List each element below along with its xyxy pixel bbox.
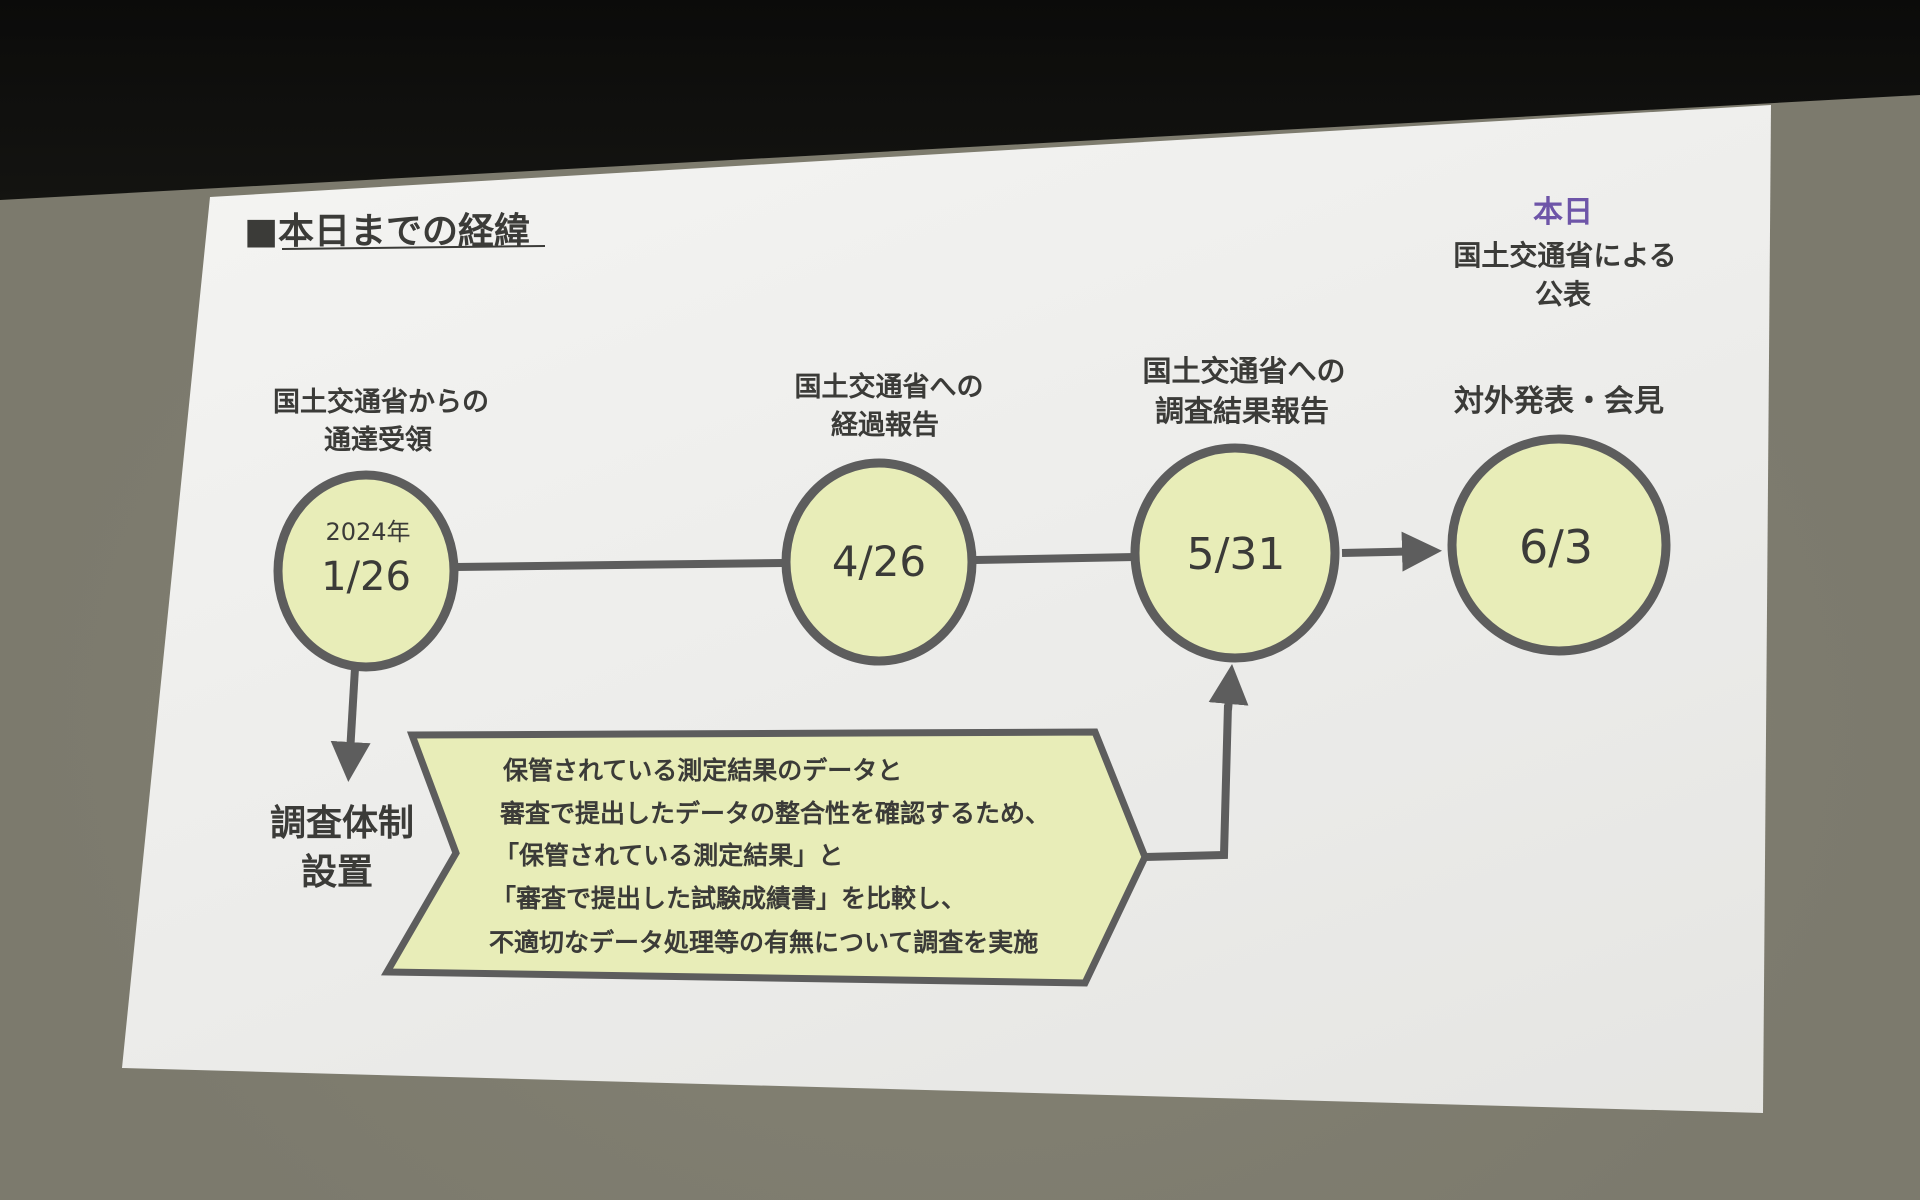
milestone-2-caption-1: 国土交通省への xyxy=(795,371,984,403)
box-line-2: 審査で提出したデータの整合性を確認するため、 xyxy=(499,799,1050,828)
box-line-3: 「保管されている測定結果」と xyxy=(494,841,843,870)
milestone-1-caption-2: 通達受領 xyxy=(324,424,432,456)
milestone-2-date: 4/26 xyxy=(832,537,926,586)
chevron-box xyxy=(380,728,1149,987)
timeline-connector-1 xyxy=(454,559,784,571)
milestone-1-year: 2024年 xyxy=(325,518,410,546)
slide-title: ■本日までの経緯 xyxy=(244,211,530,252)
milestone-1-caption-1: 国土交通省からの xyxy=(273,386,489,418)
milestone-1-date: 1/26 xyxy=(321,554,411,600)
milestone-3-caption-1: 国土交通省への xyxy=(1142,354,1345,388)
side-label-line-1: 調査体制 xyxy=(270,803,414,844)
up-arrow xyxy=(1208,664,1249,711)
side-label-line-2: 設置 xyxy=(301,852,373,893)
box-line-4: 「審査で提出した試験成績書」を比較し、 xyxy=(491,884,966,913)
milestone-4-circle xyxy=(1447,434,1671,656)
down-arrow xyxy=(330,667,371,782)
milestone-3-date: 5/31 xyxy=(1187,529,1286,580)
box-line-5: 不適切なデータ処理等の有無について調査を実施 xyxy=(489,928,1038,957)
milestone-3-caption-2: 調査結果報告 xyxy=(1155,394,1329,428)
timeline-connector-2 xyxy=(974,553,1136,564)
milestone-1-circle xyxy=(273,470,459,672)
today-label: 本日 xyxy=(1533,195,1593,230)
box-line-1: 保管されている測定結果のデータと xyxy=(502,756,902,785)
milestone-2-caption-2: 経過報告 xyxy=(831,409,939,441)
today-desc-line-1: 国土交通省による xyxy=(1453,239,1676,272)
milestone-4-date: 6/3 xyxy=(1519,520,1593,574)
title-underline xyxy=(281,245,546,250)
milestone-2-circle xyxy=(781,458,977,666)
today-desc-line-2: 公表 xyxy=(1535,278,1591,311)
up-connector xyxy=(1144,704,1232,861)
milestone-3-circle xyxy=(1130,443,1340,663)
timeline-arrow-to-today xyxy=(1341,531,1442,572)
milestone-4-caption: 対外発表・会見 xyxy=(1454,384,1664,419)
